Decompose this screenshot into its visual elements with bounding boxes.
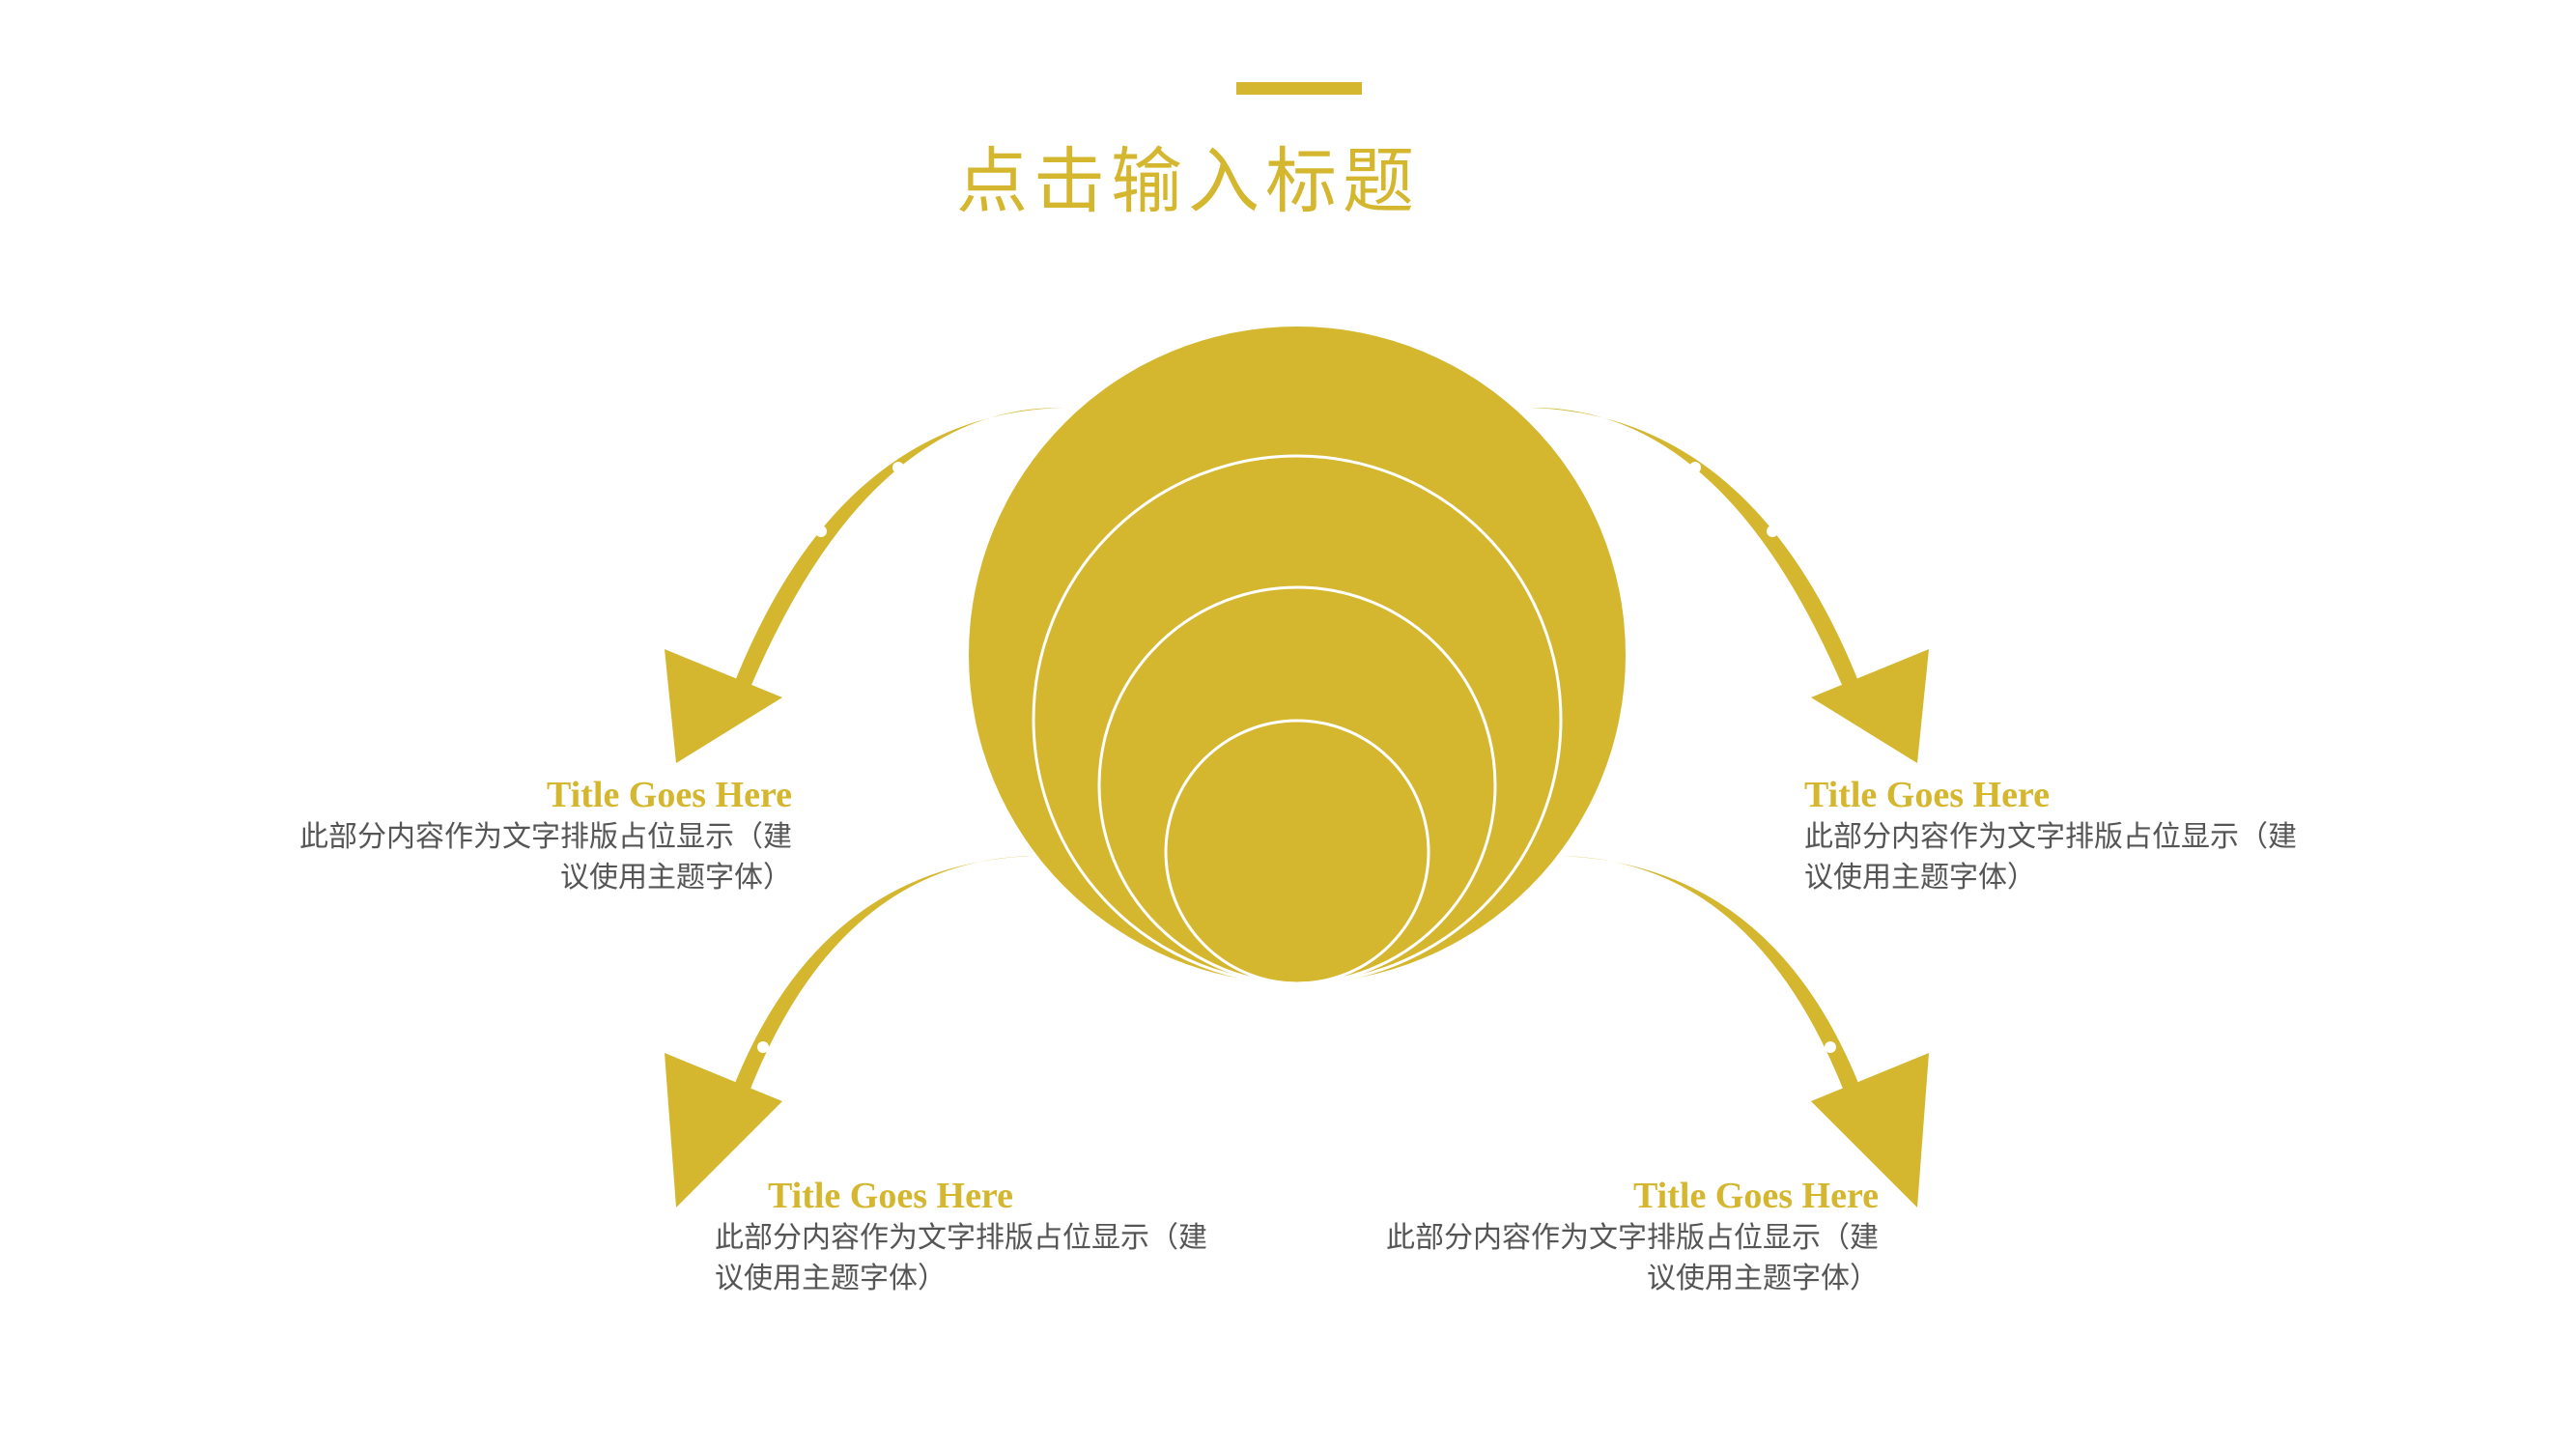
item-desc-line2: 议使用主题字体） bbox=[715, 1262, 947, 1295]
arrow-upper-left bbox=[665, 407, 1062, 763]
item-desc-line1: 此部分内容作为文字排版占位显示（建 bbox=[715, 1221, 1207, 1255]
text-block-upper-left: Title Goes Here 此部分内容作为文字排版占位显示（建 议使用主题字… bbox=[203, 773, 792, 898]
item-title: Title Goes Here bbox=[547, 775, 792, 815]
page-title: 点击输入标题 bbox=[956, 140, 1420, 223]
item-desc-line1: 此部分内容作为文字排版占位显示（建 bbox=[1386, 1221, 1879, 1255]
item-title: Title Goes Here bbox=[1804, 775, 2050, 815]
item-title: Title Goes Here bbox=[1633, 1176, 1879, 1216]
text-block-lower-right: Title Goes Here 此部分内容作为文字排版占位显示（建 议使用主题字… bbox=[1256, 1174, 1879, 1299]
item-desc-line2: 议使用主题字体） bbox=[560, 861, 792, 895]
ring-4 bbox=[1164, 719, 1430, 985]
arrow-lower-right bbox=[1560, 856, 1929, 1208]
item-desc-line2: 议使用主题字体） bbox=[1804, 861, 2036, 895]
item-desc-line1: 此部分内容作为文字排版占位显示（建 bbox=[1804, 820, 2297, 854]
item-title: Title Goes Here bbox=[768, 1176, 1013, 1216]
arrow-upper-right bbox=[1531, 407, 1929, 763]
arrow-lower-left bbox=[665, 856, 1033, 1208]
outer-circle bbox=[969, 327, 1626, 983]
text-block-upper-right: Title Goes Here 此部分内容作为文字排版占位显示（建 议使用主题字… bbox=[1804, 773, 2393, 898]
text-block-lower-left: Title Goes Here 此部分内容作为文字排版占位显示（建 议使用主题字… bbox=[715, 1174, 1333, 1299]
item-desc-line2: 议使用主题字体） bbox=[1647, 1262, 1879, 1295]
central-circles bbox=[969, 327, 1626, 985]
item-desc-line1: 此部分内容作为文字排版占位显示（建 bbox=[299, 820, 792, 854]
title-accent-bar bbox=[1236, 82, 1362, 95]
